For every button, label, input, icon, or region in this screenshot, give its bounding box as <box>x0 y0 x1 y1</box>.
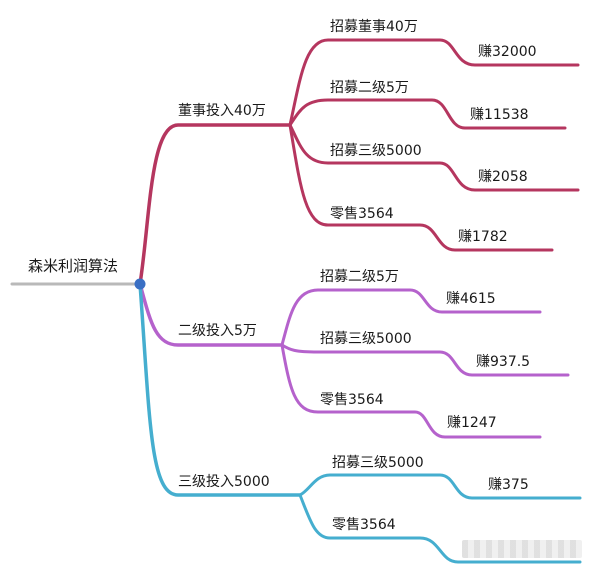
branch-2-child-3-connector <box>280 343 542 439</box>
branch-3-label: 三级投入5000 <box>178 474 270 490</box>
branch-1-child-3-connector <box>288 123 580 192</box>
branch-1-child-4-connector <box>288 123 554 252</box>
branch-2-connector <box>138 282 284 347</box>
branch-1-child-2-connector <box>288 98 567 130</box>
branch-2-child-1-label: 招募二级5万 <box>320 269 399 285</box>
branch-3-child-2-label: 零售3564 <box>332 517 396 533</box>
branch-2-child-3-label: 零售3564 <box>320 392 384 408</box>
branch-3-child-1-leaf: 赚375 <box>488 477 529 493</box>
branch-2-child-1-leaf: 赚4615 <box>446 291 496 307</box>
branch-1-child-1-connector <box>288 38 580 127</box>
branch-1-child-2-leaf: 赚11538 <box>470 107 529 123</box>
branch-2-child-1-connector <box>280 288 542 347</box>
branch-3-child-1-connector <box>298 473 582 500</box>
root-label: 森米利润算法 <box>28 257 119 275</box>
blurred-watermark <box>462 540 582 558</box>
branch-1-child-4-leaf: 赚1782 <box>458 229 508 245</box>
branch-1-child-3-label: 招募三级5000 <box>330 143 422 159</box>
root-junction-dot <box>134 278 146 290</box>
branch-1-label: 董事投入40万 <box>178 103 266 119</box>
branch-1-child-2-label: 招募二级5万 <box>330 80 409 96</box>
branch-1-child-4-label: 零售3564 <box>330 206 394 222</box>
branch-2-child-3-leaf: 赚1247 <box>447 415 497 431</box>
branch-2-child-2-label: 招募三级5000 <box>320 331 412 347</box>
branch-1-child-3-leaf: 赚2058 <box>478 169 528 185</box>
branch-3-child-2-connector <box>298 493 582 564</box>
branch-2-child-2-connector <box>280 343 570 377</box>
branch-1-child-1-label: 招募董事40万 <box>330 19 418 35</box>
branch-2-child-2-leaf: 赚937.5 <box>476 354 531 370</box>
branch-1-connector <box>138 123 292 286</box>
branch-1-child-1-leaf: 赚32000 <box>478 44 537 60</box>
branch-3-connector <box>138 282 302 497</box>
branch-3-child-1-label: 招募三级5000 <box>332 455 424 471</box>
branch-2-label: 二级投入5万 <box>178 323 257 339</box>
